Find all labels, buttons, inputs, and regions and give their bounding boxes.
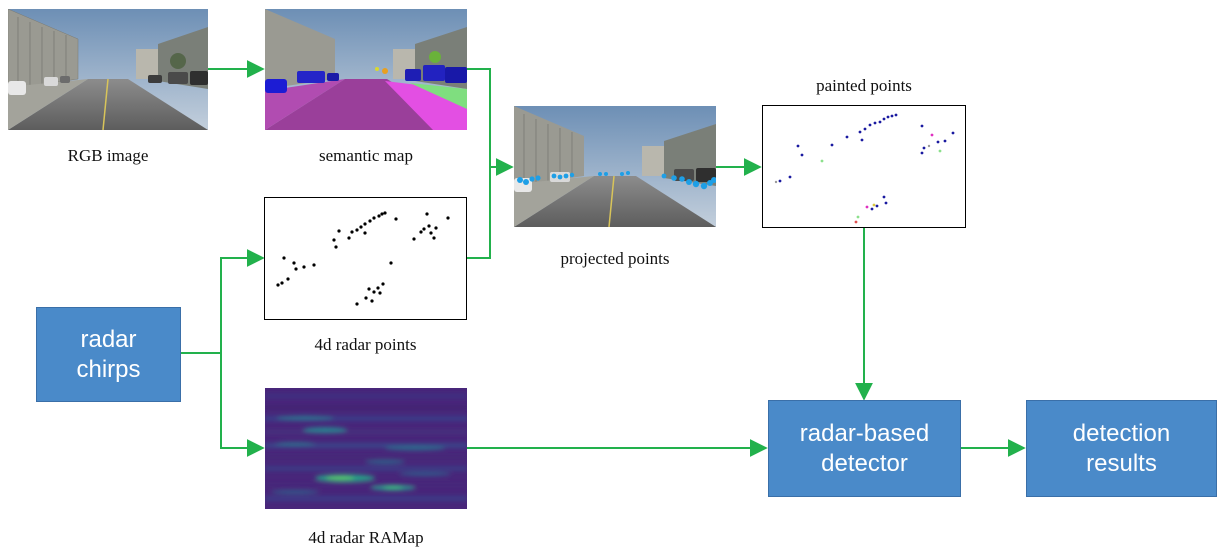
painted-points-frame (762, 105, 966, 228)
detector-line-1: radar-based (799, 419, 930, 447)
results-line-2: results (1086, 449, 1157, 477)
projected-points-caption: projected points (560, 249, 670, 268)
arrow-semantic-to-merge (467, 68, 491, 167)
arrow-chirps-to-ramap (220, 353, 265, 457)
radar-based-detector-box: radar-based detector (768, 400, 961, 497)
radar-chirps-line-2: chirps (76, 355, 141, 383)
semantic-map-caption: semantic map (319, 146, 413, 165)
results-line-1: detection (1072, 419, 1171, 447)
radar-chirps-box: radar chirps (36, 307, 181, 402)
arrow-chirps-to-points (220, 249, 265, 353)
painted-points-plot (774, 113, 955, 224)
semantic-map (265, 9, 467, 130)
painted-points-caption: painted points (816, 76, 912, 95)
detector-line-2: detector (821, 449, 908, 477)
rgb-image (8, 9, 208, 130)
radar-points-plot (276, 211, 450, 306)
radar-points-caption: 4d radar points (314, 335, 417, 354)
radar-ramap-caption: 4d radar RAMap (308, 528, 424, 547)
detection-results-box: detection results (1026, 400, 1217, 497)
radar-ramap (265, 388, 467, 509)
arrow-points-to-merge (467, 167, 491, 259)
rgb-image-caption: RGB image (67, 146, 149, 165)
radar-chirps-line-1: radar (80, 325, 137, 353)
projected-points-image (514, 106, 716, 227)
